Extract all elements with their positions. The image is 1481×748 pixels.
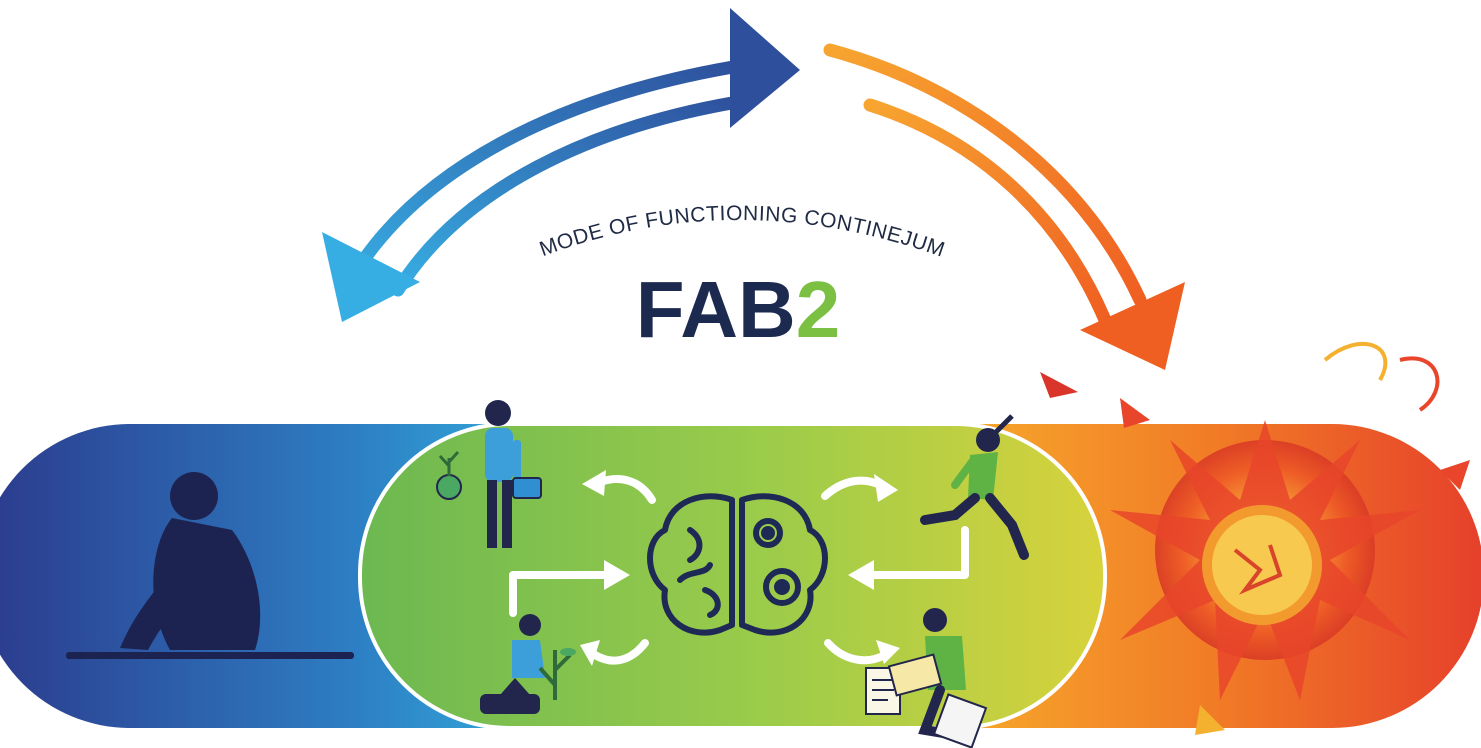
logo-accent-text: 2 [796, 265, 841, 354]
flow-arrows [509, 470, 969, 666]
arrowhead-down [1080, 282, 1185, 370]
gardening-person-icon [480, 614, 576, 714]
arrowhead-right [730, 8, 800, 128]
person-with-documents-icon [865, 608, 988, 748]
running-person-icon [920, 414, 1029, 560]
brain-with-gears-icon [647, 493, 828, 636]
withdrawn-person-icon [66, 472, 354, 659]
explosion-burst-icon [1040, 342, 1470, 735]
person-with-plant-and-briefcase-icon [436, 400, 542, 548]
blue-double-arrow [322, 8, 800, 322]
orange-arrow [823, 43, 1185, 370]
arrowhead-left [322, 232, 420, 322]
arc-title: MODE OF FUNCTIONING CONTINEJUM [537, 202, 948, 262]
gear-icon [763, 568, 801, 606]
gear-icon [753, 518, 783, 548]
fab2-logo: FAB2 [636, 265, 841, 354]
logo-main-text: FAB [636, 265, 796, 354]
